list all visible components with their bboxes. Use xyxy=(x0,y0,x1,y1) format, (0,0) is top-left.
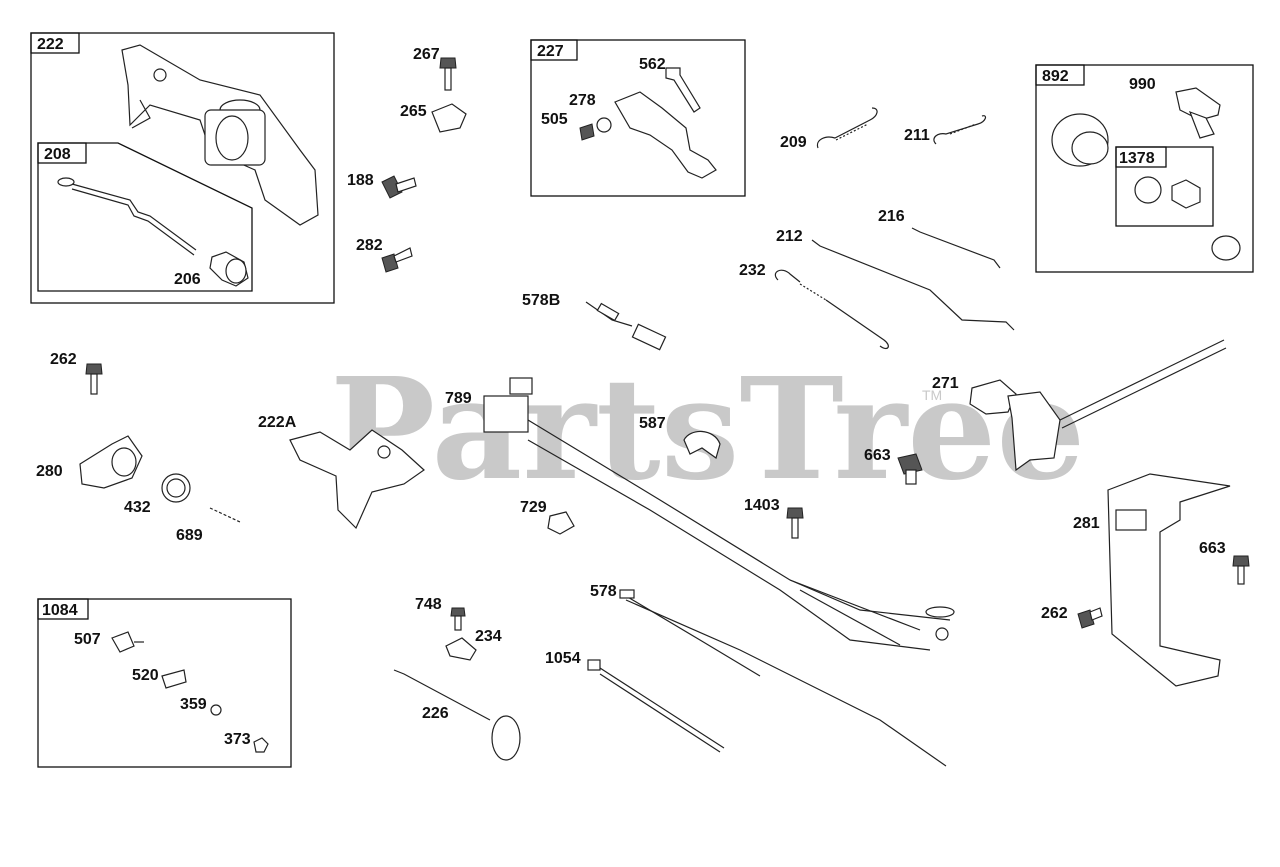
part-label-234: 234 xyxy=(475,628,502,645)
part-label-282: 282 xyxy=(356,237,383,254)
clip-265-drawing xyxy=(431,103,467,133)
box-label-227: 227 xyxy=(537,43,564,60)
part-label-262-right: 262 xyxy=(1041,605,1068,622)
clip-587-drawing xyxy=(683,430,721,459)
part-label-209: 209 xyxy=(780,134,807,151)
bolt-267-drawing xyxy=(439,57,457,91)
part-label-271: 271 xyxy=(932,375,959,392)
part-label-359: 359 xyxy=(180,696,207,713)
part-label-188: 188 xyxy=(347,172,374,189)
governor-bracket-drawing xyxy=(121,44,319,226)
part-label-265: 265 xyxy=(400,103,427,120)
part-label-206: 206 xyxy=(174,271,201,288)
box-222: 222 xyxy=(30,32,335,304)
part-label-280: 280 xyxy=(36,463,63,480)
rod-216-drawing xyxy=(911,227,1001,269)
ignition-switch-drawing xyxy=(1051,87,1241,261)
wire-578-drawing xyxy=(619,589,947,767)
part-label-278: 278 xyxy=(569,92,596,109)
screw-282-drawing xyxy=(381,247,413,273)
part-label-232: 232 xyxy=(739,262,766,279)
box-1378: 1378 xyxy=(1115,146,1214,227)
part-label-990: 990 xyxy=(1129,76,1156,93)
spring-232-drawing xyxy=(774,269,889,350)
part-label-562: 562 xyxy=(639,56,666,73)
cable-tie-1054-drawing xyxy=(587,659,725,753)
box-label-892: 892 xyxy=(1042,68,1069,85)
part-520-drawing xyxy=(161,669,187,689)
part-507-drawing xyxy=(111,631,144,653)
part-label-1403: 1403 xyxy=(744,497,780,514)
governor-rod-drawing xyxy=(57,177,197,256)
part-label-689: 689 xyxy=(176,527,203,544)
clip-729-drawing xyxy=(547,511,575,535)
part-label-222a: 222A xyxy=(258,414,297,431)
part-label-789: 789 xyxy=(445,390,472,407)
part-label-432: 432 xyxy=(124,499,151,516)
box-1084: 1084 xyxy=(37,598,292,768)
screw-188-drawing xyxy=(381,175,417,199)
clip-234-drawing xyxy=(445,637,477,661)
part-label-216: 216 xyxy=(878,208,905,225)
part-label-1054: 1054 xyxy=(545,650,581,667)
bracket-227-drawing xyxy=(579,67,717,179)
bracket-281-drawing xyxy=(1107,473,1231,687)
rod-212-drawing xyxy=(811,239,1015,331)
part-label-281: 281 xyxy=(1073,515,1100,532)
bolt-748-drawing xyxy=(450,607,466,631)
part-373-drawing xyxy=(253,737,269,753)
harness-789-drawing xyxy=(483,377,955,651)
part-label-373: 373 xyxy=(224,731,251,748)
part-label-507: 507 xyxy=(74,631,101,648)
box-label-208: 208 xyxy=(44,146,71,163)
part-label-578b: 578B xyxy=(522,292,560,309)
watermark-trademark: TM xyxy=(922,387,942,403)
bolt-262-right-drawing xyxy=(1077,607,1103,629)
part-label-267: 267 xyxy=(413,46,440,63)
rod-226-drawing xyxy=(393,669,521,761)
throttle-control-drawing xyxy=(969,339,1227,472)
box-label-222: 222 xyxy=(37,36,64,53)
bracket-280-drawing xyxy=(79,435,143,489)
part-label-520: 520 xyxy=(132,667,159,684)
spring-211-drawing xyxy=(933,115,987,145)
box-label-1378: 1378 xyxy=(1119,150,1155,167)
box-208: 208 xyxy=(37,142,253,292)
part-label-578: 578 xyxy=(590,583,617,600)
part-label-729: 729 xyxy=(520,499,547,516)
part-label-748: 748 xyxy=(415,596,442,613)
box-227: 227 xyxy=(530,39,746,197)
box-label-1084: 1084 xyxy=(42,602,78,619)
part-label-212: 212 xyxy=(776,228,803,245)
knob-206-drawing xyxy=(209,251,249,287)
bolt-262-top-drawing xyxy=(85,363,103,395)
part-359-drawing xyxy=(210,704,222,716)
bolt-1403-drawing xyxy=(786,507,804,539)
bracket-222a-drawing xyxy=(289,429,425,530)
part-label-663-center: 663 xyxy=(864,447,891,464)
ring-432-drawing xyxy=(161,473,191,503)
bolt-663-right-drawing xyxy=(1232,555,1250,585)
part-label-663-right: 663 xyxy=(1199,540,1226,557)
bolt-663-top-drawing xyxy=(897,453,923,485)
spring-209-drawing xyxy=(816,107,878,149)
watermark-text: PartsTree xyxy=(330,348,1085,512)
spring-689-drawing xyxy=(209,507,241,523)
part-label-211: 211 xyxy=(904,127,930,144)
part-label-226: 226 xyxy=(422,705,449,722)
connector-578b-drawing xyxy=(585,301,667,351)
part-label-587: 587 xyxy=(639,415,666,432)
part-label-505: 505 xyxy=(541,111,568,128)
part-label-262-left: 262 xyxy=(50,351,77,368)
box-892: 892 xyxy=(1035,64,1254,273)
